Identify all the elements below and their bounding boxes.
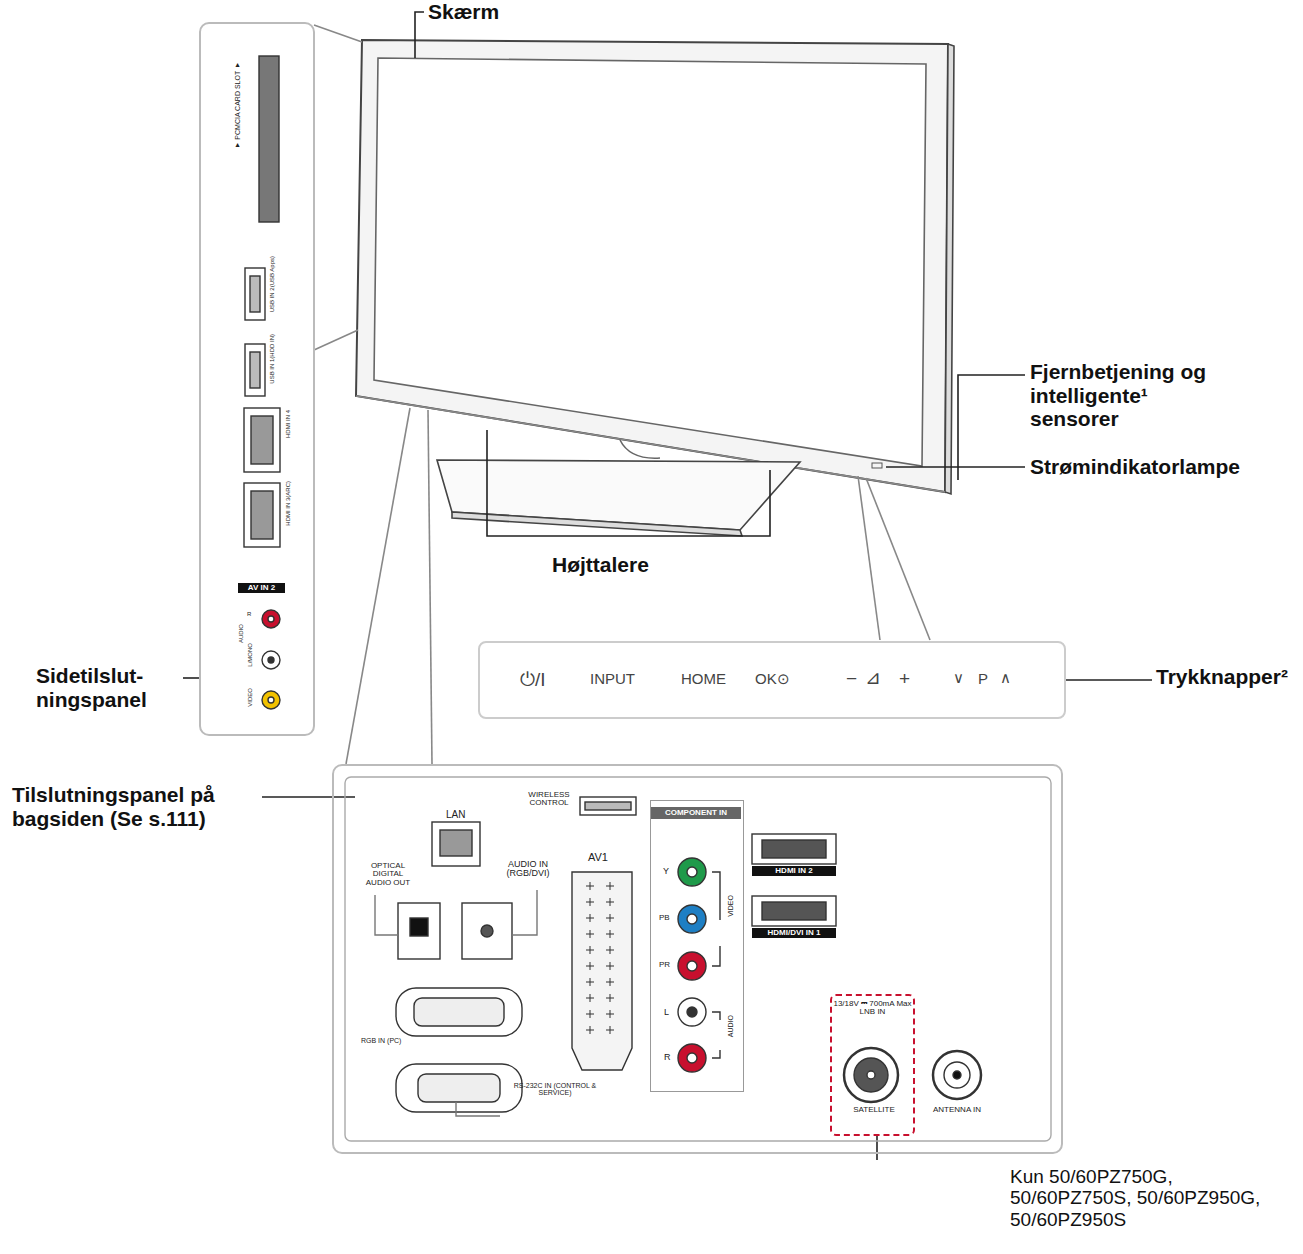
- port-label: OPTICAL DIGITAL AUDIO OUT: [362, 862, 414, 887]
- touch-button-panel: ⏻/I INPUT HOME OK⊙ −⊿ + ∨ P ∧: [478, 641, 1066, 719]
- port-label: INPUT: [590, 671, 635, 687]
- callout-label: Trykknapper²: [1156, 665, 1288, 689]
- port-label: ▼ PCMCIA CARD SLOT ▼: [234, 62, 241, 149]
- port-label: LAN: [446, 810, 465, 821]
- port-label: PB: [659, 914, 670, 922]
- port-label: AV IN 2: [238, 583, 285, 593]
- satellite-input-block: 13/18V ⎓ 700mA Max LNB IN SATELLITE: [830, 994, 915, 1136]
- port-label: R: [247, 611, 251, 617]
- callout-label: Højttalere: [552, 553, 649, 577]
- port-label: ANTENNA IN: [921, 1106, 993, 1114]
- callout-label: Skærm: [428, 0, 499, 24]
- port-label: HDMI/DVI IN 1: [752, 928, 836, 938]
- port-label: HDMI IN 2: [752, 866, 836, 876]
- port-label: VIDEO: [247, 688, 253, 707]
- callout-label: Tilslutningspanel på bagsiden (Se s.111): [12, 783, 252, 830]
- port-label: AUDIO: [727, 1015, 734, 1037]
- port-label: SATELLITE: [836, 1106, 912, 1114]
- port-label: −: [846, 669, 857, 689]
- port-label: ⏻/I: [520, 670, 546, 690]
- side-connection-panel: ▼ PCMCIA CARD SLOT ▼ USB IN 2(USB Apps) US…: [199, 22, 315, 736]
- port-label: ∧: [1000, 670, 1011, 686]
- port-label: HOME: [681, 671, 726, 687]
- port-label: P: [978, 671, 988, 687]
- port-label: PR: [659, 961, 670, 969]
- port-label: HDMI IN 4: [285, 410, 291, 438]
- component-in-block: COMPONENT IN Y PB PR L R VIDEO AUDIO: [650, 800, 744, 1092]
- callout-label: Fjernbetjening og intelligente¹ sensorer: [1030, 360, 1240, 431]
- port-label: L/MONO: [247, 643, 253, 667]
- port-label: ∨: [953, 670, 964, 686]
- port-label: +: [899, 669, 910, 689]
- port-label: USB IN 1(HDD IN): [269, 334, 275, 384]
- port-label: L: [664, 1008, 669, 1017]
- port-label: OK⊙: [755, 671, 790, 687]
- port-label: ⊿: [865, 668, 881, 688]
- rear-connection-panel: LAN WIRELESS CONTROL OPTICAL DIGITAL AUDIO…: [332, 764, 1063, 1154]
- port-label: AUDIO IN (RGB/DVI): [498, 860, 558, 879]
- port-label: USB IN 2(USB Apps): [269, 256, 275, 312]
- port-label: RGB IN (PC): [361, 1037, 401, 1044]
- port-label: 13/18V ⎓ 700mA Max LNB IN: [833, 1000, 912, 1017]
- port-label: AV1: [588, 852, 608, 864]
- port-label: COMPONENT IN: [651, 807, 741, 819]
- callout-label: Strømindikatorlampe: [1030, 455, 1240, 479]
- port-label: HDMI IN 3(ARC): [285, 481, 291, 526]
- port-label: VIDEO: [727, 895, 734, 917]
- callout-label: Sidetilslut- ningspanel: [36, 664, 176, 711]
- port-label: AUDIO: [238, 624, 244, 643]
- port-label: RS-232C IN (CONTROL & SERVICE): [500, 1082, 610, 1097]
- callout-label: Kun 50/60PZ750G, 50/60PZ750S, 50/60PZ950…: [1010, 1166, 1298, 1230]
- port-label: Y: [663, 867, 669, 876]
- port-label: R: [664, 1053, 671, 1062]
- port-label: WIRELESS CONTROL: [518, 791, 580, 808]
